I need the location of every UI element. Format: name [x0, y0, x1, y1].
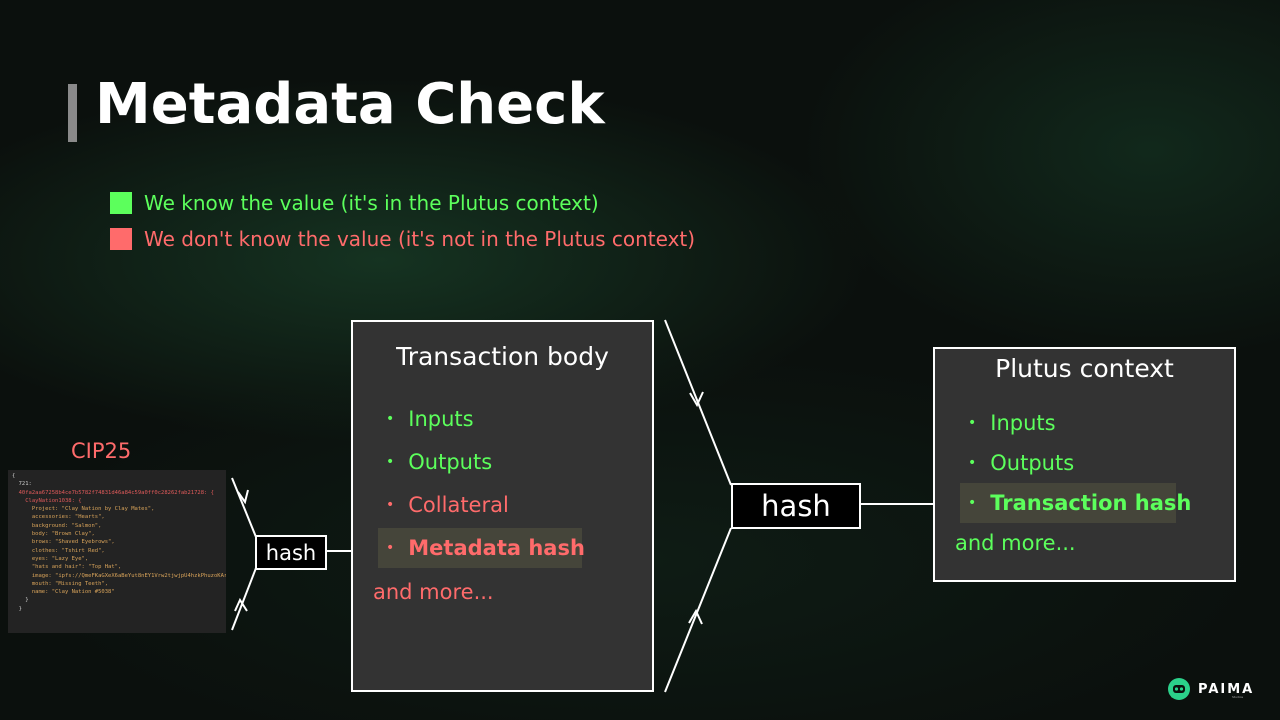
transaction-hash-function-box: hash — [731, 483, 861, 529]
paima-logo-icon — [1168, 678, 1190, 700]
funnel-big-lower-arrow — [688, 608, 703, 625]
json-line: } — [12, 605, 22, 612]
paima-logo: PAIMA — [1166, 676, 1254, 702]
legend-known: We know the value (it's in the Plutus co… — [110, 191, 599, 215]
bullet-icon: • — [386, 540, 395, 556]
funnel-big-lower-line — [664, 527, 732, 693]
json-line: eyes: "Lazy Eye", — [12, 555, 89, 562]
paima-logo-subtext: Studios — [1232, 695, 1244, 699]
funnel-lower-line — [231, 567, 257, 631]
funnel-upper-arrow — [237, 489, 249, 505]
json-line: ClayNation1038: { — [12, 497, 82, 504]
json-line: "hats and hair": "Top Hat", — [12, 564, 122, 571]
metadata-json-block: { 721: 40fa2aa67258b4ce7b5782f74831d46a8… — [8, 470, 226, 633]
bullet-icon: • — [968, 495, 977, 511]
transaction-body-more: and more... — [373, 580, 494, 604]
plutus-context-item: • Inputs — [968, 411, 1056, 435]
json-line: name: "Clay Nation #5038" — [12, 589, 115, 596]
bullet-icon: • — [386, 454, 395, 470]
funnel-upper-line — [231, 477, 257, 538]
legend-known-text: We know the value (it's in the Plutus co… — [144, 191, 599, 215]
legend-unknown-text: We don't know the value (it's not in the… — [144, 227, 696, 251]
plutus-context-more: and more... — [955, 531, 1076, 555]
transaction-body-box: Transaction body • Inputs • Outputs • Collate… — [351, 320, 654, 692]
transaction-body-item: • Metadata hash — [378, 528, 585, 568]
legend-swatch-unknown — [110, 228, 132, 250]
legend-unknown: We don't know the value (it's not in the… — [110, 227, 695, 251]
plutus-context-title: Plutus context — [995, 354, 1174, 383]
bullet-icon: • — [386, 411, 395, 427]
json-line: mouth: "Missing Teeth", — [12, 580, 109, 587]
metadata-hash-function-box: hash — [255, 535, 327, 570]
json-line: clothes: "Tshirt Red", — [12, 547, 105, 554]
json-line: Project: "Clay Nation by Clay Mates", — [12, 506, 155, 513]
transaction-body-item: • Collateral — [386, 493, 509, 517]
paima-logo-text: PAIMA — [1198, 681, 1255, 697]
transaction-body-item: • Inputs — [386, 407, 474, 431]
json-line: body: "Brown Clay", — [12, 531, 95, 538]
transaction-body-item-label: Inputs — [408, 407, 474, 431]
json-line: { — [12, 473, 16, 479]
json-line: 40fa2aa67258b4ce7b5782f74831d46a84c59a0f… — [12, 489, 214, 496]
funnel-lower-arrow — [234, 597, 248, 612]
json-line: background: "Salmon", — [12, 522, 102, 529]
plutus-context-item-label: Outputs — [990, 451, 1075, 475]
json-line: brows: "Shaved Eyebrows", — [12, 539, 115, 546]
plutus-context-item: • Outputs — [968, 451, 1074, 475]
transaction-body-item-label: Metadata hash — [408, 536, 585, 560]
plutus-context-item-label: Inputs — [990, 411, 1056, 435]
funnel-big-upper-arrow — [689, 391, 704, 408]
title-accent-bar — [68, 84, 77, 142]
bullet-icon: • — [968, 415, 977, 431]
json-line: image: "ipfs://QmeFKaGXeX6aBeYut8nEY1Vrw… — [12, 572, 226, 579]
transaction-body-item: • Outputs — [386, 450, 492, 474]
cip25-label: CIP25 — [71, 439, 132, 463]
bullet-icon: • — [386, 497, 395, 513]
json-line: 721: — [12, 481, 32, 488]
plutus-context-box: Plutus context • Inputs • Outputs • Transacti… — [933, 347, 1236, 582]
transaction-body-item-label: Outputs — [408, 450, 493, 474]
plutus-context-item-label: Transaction hash — [990, 491, 1192, 515]
plutus-context-item: • Transaction hash — [960, 483, 1191, 523]
transaction-body-item-label: Collateral — [408, 493, 509, 517]
json-line: } — [12, 597, 29, 604]
bullet-icon: • — [968, 455, 977, 471]
transaction-body-title: Transaction body — [396, 342, 609, 371]
json-line: accessories: "Hearts", — [12, 514, 105, 521]
legend-swatch-known — [110, 192, 132, 214]
page-title: Metadata Check — [95, 72, 605, 137]
